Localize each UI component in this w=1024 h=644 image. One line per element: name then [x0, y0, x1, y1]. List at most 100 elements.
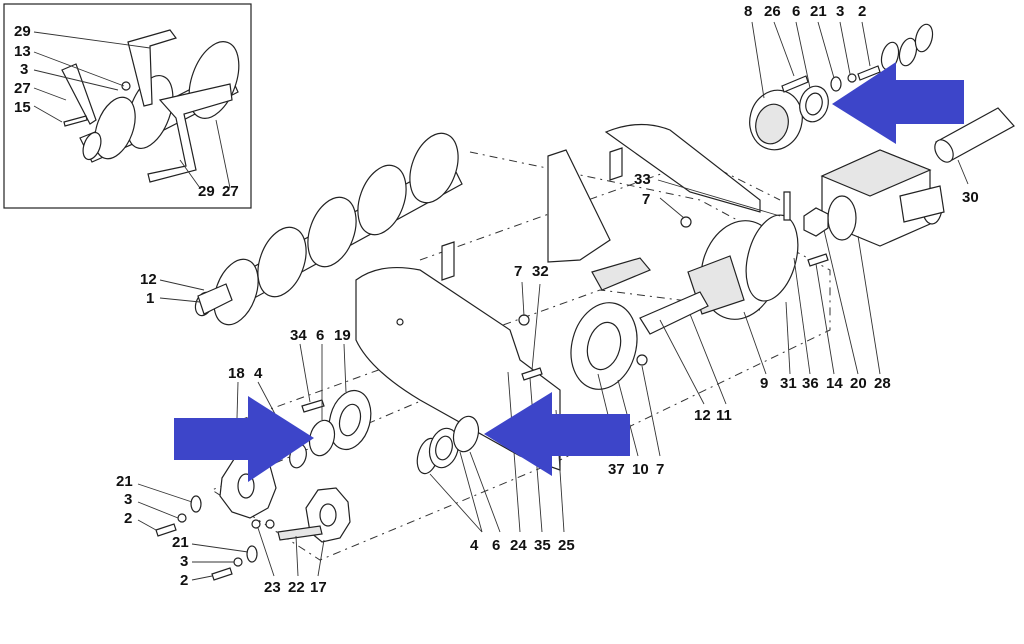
leader-3t	[839, 21, 851, 75]
label-7-bottom: 7	[656, 461, 664, 478]
leader-6t	[795, 21, 811, 89]
label-inset-15: 15	[14, 99, 31, 116]
leader-4c	[429, 473, 483, 533]
rotor-shaft: 12 1	[140, 132, 463, 326]
label-12: 12	[140, 271, 157, 288]
label-9: 9	[760, 375, 768, 392]
leader-8	[751, 21, 765, 99]
label-inset-3: 3	[20, 61, 28, 78]
label-32: 32	[532, 263, 549, 280]
nut-23	[251, 519, 261, 529]
leader-22	[295, 535, 299, 577]
washer-3-top	[847, 73, 857, 83]
bolt-26	[781, 75, 809, 93]
label-2-b: 2	[180, 572, 188, 589]
inset-frame	[3, 3, 252, 209]
leader-7a	[521, 281, 525, 317]
label-14: 14	[826, 375, 843, 392]
inset-leader	[33, 105, 63, 123]
inset-shaft-end	[82, 131, 102, 161]
inset-tine-left	[61, 63, 97, 125]
leader-33	[657, 179, 781, 217]
leader-20	[823, 229, 859, 375]
inset-leader	[33, 69, 119, 91]
leader-31	[785, 301, 791, 375]
leader-21b	[191, 543, 249, 553]
rotor-flange-4	[357, 164, 407, 236]
rotor-stub-shaft	[197, 283, 233, 315]
arrow-center	[484, 392, 630, 476]
label-4-left: 4	[254, 365, 263, 382]
label-31: 31	[780, 375, 797, 392]
leader-23	[257, 527, 275, 577]
inset-leader	[33, 51, 125, 87]
rotor-flange-5	[409, 132, 459, 204]
leader-7c	[641, 365, 661, 457]
leader-32	[531, 283, 541, 371]
washer-3-a	[177, 513, 187, 523]
back-plate	[604, 123, 761, 213]
leader-30	[957, 159, 969, 185]
inset-leader	[33, 31, 151, 49]
leader-36	[793, 257, 811, 375]
bolt-33	[783, 191, 791, 221]
label-34: 34	[290, 327, 307, 344]
label-7-right: 7	[642, 191, 650, 208]
label-22: 22	[288, 579, 305, 596]
nut-20	[803, 207, 829, 237]
inset-bolt	[63, 115, 88, 127]
nut-23b	[265, 519, 275, 529]
inset-leader	[33, 87, 67, 101]
label-inset-27a: 27	[14, 80, 31, 97]
leader-12	[159, 279, 205, 291]
drive-shaft-30-end	[934, 139, 954, 163]
leader-11	[689, 313, 727, 405]
label-2-top: 2	[858, 3, 866, 20]
label-35: 35	[534, 537, 551, 554]
washer-21-a	[190, 495, 202, 513]
frame-dashed-outline	[210, 151, 831, 561]
leader-14	[815, 263, 835, 375]
inset-leader	[215, 119, 231, 189]
bracket-tab-2	[609, 147, 623, 181]
label-3-top: 3	[836, 3, 844, 20]
label-inset-27b: 27	[222, 183, 239, 200]
bolt-2-a	[155, 523, 177, 537]
label-19: 19	[334, 327, 351, 344]
inset-hub-disc-2	[94, 96, 136, 160]
label-6-center: 6	[492, 537, 500, 554]
bolt-2-b	[211, 567, 233, 581]
inset-nut	[121, 81, 131, 91]
label-23: 23	[264, 579, 281, 596]
leader-26	[773, 21, 795, 77]
label-11: 11	[716, 407, 732, 424]
label-28: 28	[874, 375, 891, 392]
leader-12-right	[659, 319, 705, 405]
label-7-mid: 7	[514, 263, 522, 280]
bolt-34	[301, 399, 325, 413]
label-26: 26	[764, 3, 781, 20]
spline-shaft	[639, 291, 709, 335]
rotor-flange-2	[257, 226, 307, 298]
label-18: 18	[228, 365, 245, 382]
inset-leader	[179, 159, 201, 189]
arrow-top-right	[832, 62, 964, 144]
hub-assembly: 33 7 7 32	[514, 171, 799, 390]
bearing-6-center-inner	[435, 435, 453, 461]
bearing-6-top-inner	[805, 92, 823, 116]
gearbox-top	[820, 149, 932, 197]
label-21-top: 21	[810, 3, 827, 20]
label-21-b: 21	[172, 534, 189, 551]
nut-7-b	[680, 216, 692, 228]
side-plate-hole	[396, 318, 404, 326]
arrow-left	[174, 396, 314, 482]
label-20: 20	[850, 375, 867, 392]
inset-tine-lower	[147, 83, 233, 183]
gear-hub-10-inner	[586, 321, 622, 371]
bottom-center-bearing-group: 4 6 24 35 25 37 10 7	[416, 365, 664, 554]
bearing-6-left	[308, 419, 336, 457]
label-36: 36	[802, 375, 819, 392]
frame-dashed-low	[239, 289, 761, 421]
label-30: 30	[962, 189, 979, 206]
leader-21t	[817, 21, 835, 79]
